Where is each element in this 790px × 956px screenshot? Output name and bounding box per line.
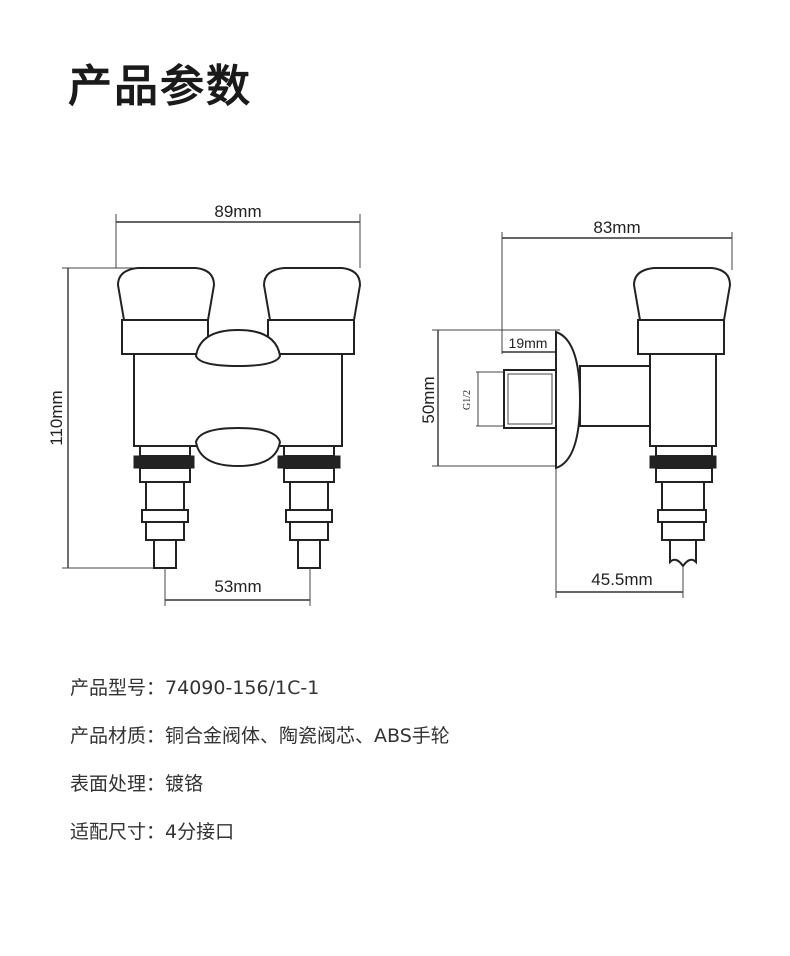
spec-material: 产品材质：铜合金阀体、陶瓷阀芯、ABS手轮 [70, 720, 450, 768]
spec-value: 74090-156/1C-1 [165, 677, 320, 699]
spec-label: 适配尺寸： [70, 821, 166, 843]
outlet-spacing-label: 53mm [214, 577, 261, 596]
side-tip [669, 539, 697, 568]
wall-flange [555, 330, 582, 470]
right-handle [262, 267, 362, 321]
thread-length-label: 19mm [509, 335, 548, 351]
spec-model: 产品型号：74090-156/1C-1 [70, 672, 450, 720]
side-depth-label: 83mm [593, 218, 640, 237]
technical-drawing: 89mm 110mm 53mm [47, 202, 733, 606]
bottom-connector [194, 426, 282, 468]
thread-size-label: G1/2 [462, 390, 473, 410]
spec-size: 适配尺寸：4分接口 [70, 816, 450, 864]
threaded-inlet [503, 369, 557, 429]
front-view: 89mm 110mm 53mm [47, 202, 362, 606]
left-handle-base [121, 319, 209, 355]
spec-finish: 表面处理：镀铬 [70, 768, 450, 816]
left-tip [153, 539, 177, 569]
side-handle-base [637, 319, 725, 355]
front-height-label: 110mm [47, 390, 66, 445]
outlet-offset-label: 45.5mm [591, 570, 652, 589]
front-width-label: 89mm [214, 202, 261, 221]
spec-label: 表面处理： [70, 773, 166, 795]
left-nut [133, 455, 195, 469]
side-view: 83mm 50mm 19mm G1/2 [419, 218, 733, 598]
right-handle-base [267, 319, 355, 355]
top-connector [194, 328, 282, 368]
side-nut [649, 455, 717, 469]
left-collar [139, 445, 191, 457]
spec-value: 4分接口 [165, 821, 235, 843]
right-tip [297, 539, 321, 569]
side-body [649, 353, 717, 447]
right-nut [277, 455, 341, 469]
left-handle [116, 267, 216, 321]
page-title: 产品参数 [68, 61, 252, 112]
spec-list: 产品型号：74090-156/1C-1 产品材质：铜合金阀体、陶瓷阀芯、ABS手… [70, 672, 450, 864]
side-height-label: 50mm [419, 376, 438, 423]
spec-label: 产品材质： [70, 725, 166, 747]
spec-value: 镀铬 [165, 773, 204, 795]
side-handle [632, 267, 732, 321]
spec-value: 铜合金阀体、陶瓷阀芯、ABS手轮 [165, 725, 450, 747]
right-collar [283, 445, 335, 457]
horizontal-pipe [579, 365, 651, 427]
spec-label: 产品型号： [70, 677, 166, 699]
